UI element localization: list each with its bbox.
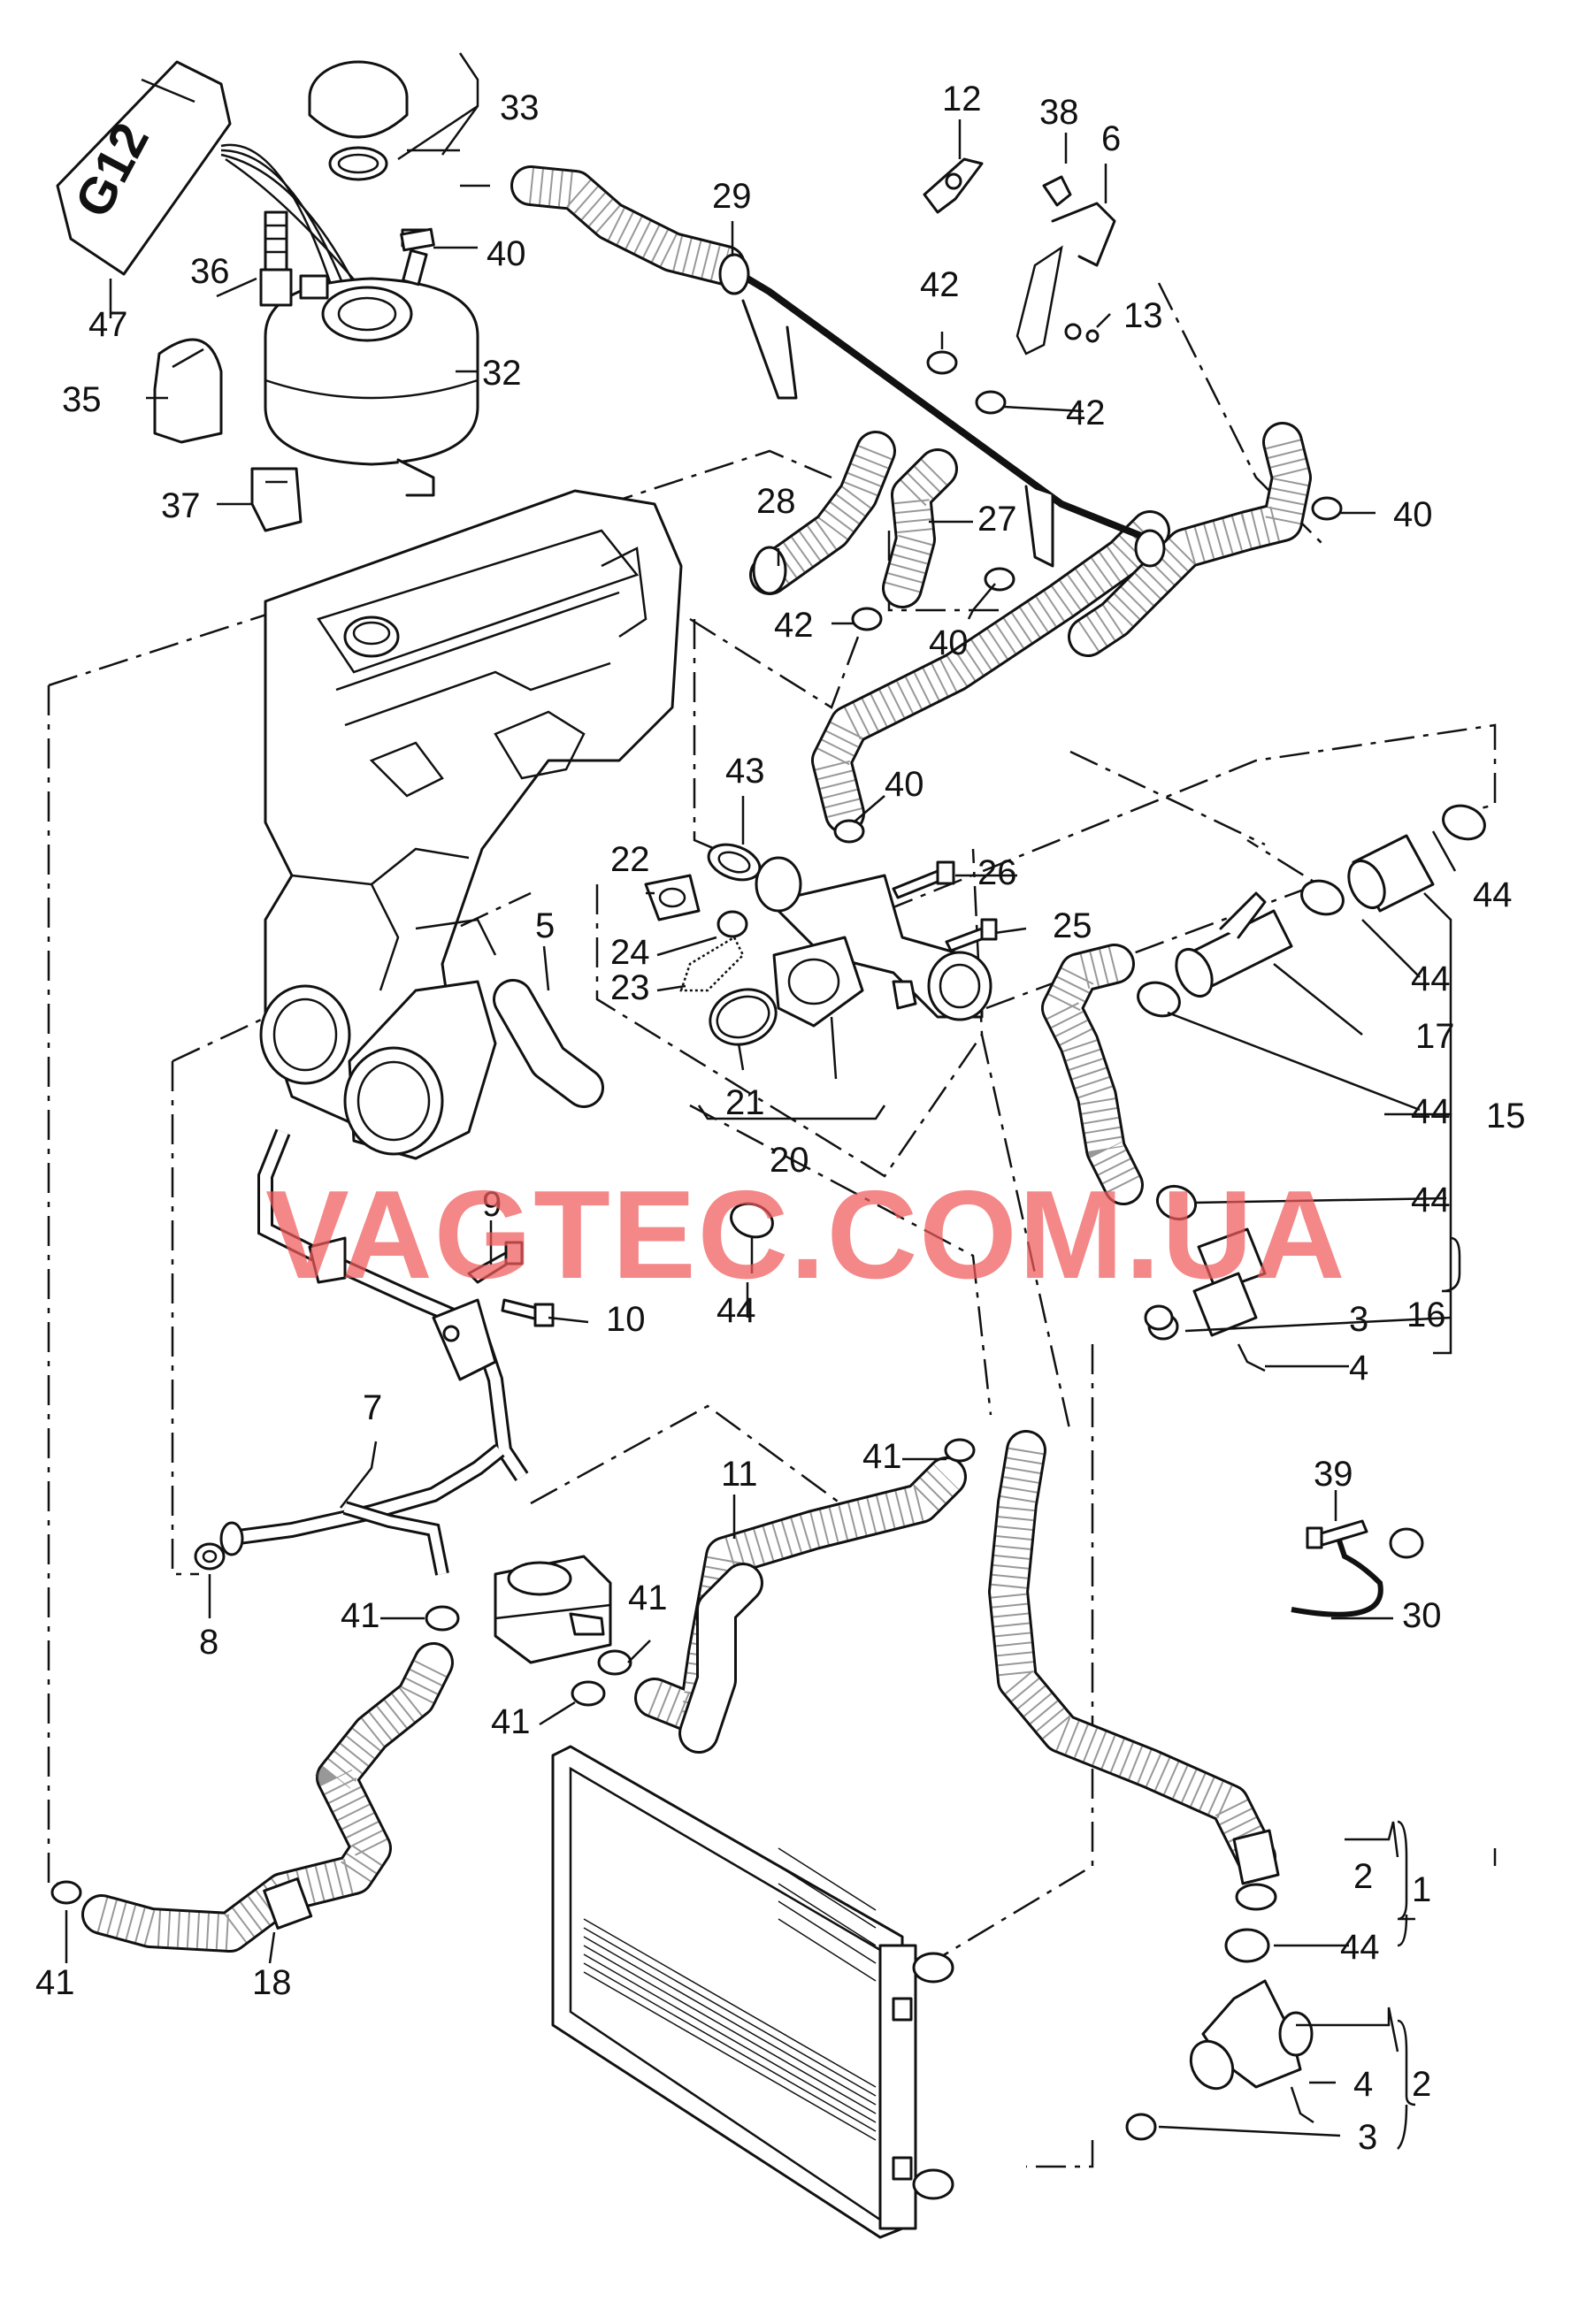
callout-4-upper: 4 — [1349, 1349, 1368, 1388]
bleed-valve-bracket — [923, 157, 1116, 355]
tank-clip — [250, 467, 303, 532]
coolant-level-sensor — [259, 210, 293, 307]
callout-17: 17 — [1415, 1017, 1455, 1056]
callout-2-lower: 2 — [1412, 2065, 1431, 2104]
clamp-43 — [707, 843, 762, 882]
callout-28: 28 — [756, 482, 796, 521]
callout-3-upper: 3 — [1349, 1300, 1368, 1339]
callout-44-middle: 44 — [1411, 1092, 1451, 1131]
callout-33: 33 — [500, 88, 540, 127]
coolant-pipe-17 — [1175, 891, 1293, 998]
pipe-bolts — [467, 1241, 555, 1327]
callout-3-lower: 3 — [1358, 2118, 1377, 2157]
callout-25: 25 — [1053, 906, 1092, 945]
callout-40-lower: 40 — [885, 765, 924, 804]
callout-44-center: 44 — [717, 1291, 756, 1330]
callout-10: 10 — [606, 1300, 646, 1339]
callout-40-tank: 40 — [487, 234, 526, 273]
callout-42-right: 42 — [1066, 394, 1106, 432]
callout-41-reservoir-top: 41 — [628, 1579, 668, 1617]
hose-stub-15 — [1347, 834, 1435, 913]
callout-44-top-right: 44 — [1473, 875, 1513, 914]
sealing-washer-8 — [194, 1542, 226, 1571]
lower-elbow-connector — [1125, 1304, 1314, 2141]
callout-30: 30 — [1402, 1596, 1442, 1635]
callout-21: 21 — [725, 1083, 765, 1122]
radiator — [551, 1745, 954, 2239]
hose-clamps-small — [50, 350, 1343, 1905]
hose-connector-small — [400, 227, 435, 252]
coolant-g12-label: G12 — [56, 60, 372, 302]
callout-41-reservoir-bottom: 41 — [491, 1702, 531, 1741]
callout-37: 37 — [161, 486, 201, 525]
callout-2-upper: 2 — [1353, 1857, 1373, 1896]
callout-7: 7 — [363, 1388, 382, 1427]
callout-32: 32 — [482, 354, 522, 393]
callout-35: 35 — [62, 380, 102, 419]
callout-29: 29 — [712, 177, 752, 216]
callout-1: 1 — [1412, 1870, 1431, 1909]
callout-22: 22 — [610, 840, 650, 879]
tank-bracket — [153, 338, 223, 444]
assembly-guide-lines — [47, 184, 1497, 2168]
connector-16 — [1147, 1227, 1267, 1341]
hose-18-connector — [263, 1877, 313, 1930]
callout-23: 23 — [610, 968, 650, 1007]
callout-41-left: 41 — [341, 1596, 380, 1635]
temperature-sender — [644, 874, 701, 921]
expansion-tank-cap — [308, 60, 409, 181]
callout-44-right: 44 — [1411, 959, 1451, 998]
callout-42-lower: 42 — [774, 606, 814, 645]
callout-41-far-left: 41 — [35, 1963, 75, 2002]
callout-4-lower: 4 — [1353, 2065, 1373, 2104]
thermostat-seals — [679, 910, 778, 1046]
callout-44-bottom: 44 — [1340, 1928, 1380, 1967]
callout-47: 47 — [88, 305, 128, 344]
callout-8: 8 — [199, 1623, 218, 1662]
coolant-pipe-7 — [219, 1128, 529, 1576]
watermark-text: VAGTEC.COM.UA — [265, 1165, 1346, 1305]
small-reservoir — [494, 1555, 612, 1664]
coolant-expansion-tank — [264, 228, 479, 497]
engine-coolant-flange — [259, 980, 497, 1160]
housing-bolts — [892, 860, 998, 952]
callout-6: 6 — [1101, 119, 1121, 158]
engine-block — [264, 489, 683, 1134]
callout-15: 15 — [1486, 1097, 1526, 1135]
callout-labels: 1 2 2 3 3 4 4 5 6 7 8 9 10 11 12 13 15 1… — [35, 80, 1526, 2157]
callout-40-middle: 40 — [929, 623, 969, 662]
callout-5: 5 — [535, 906, 555, 945]
callout-13: 13 — [1123, 296, 1163, 335]
callout-43: 43 — [725, 752, 765, 791]
wire-bracket-30 — [1291, 1519, 1424, 1617]
callout-42-top: 42 — [920, 265, 960, 304]
callout-20: 20 — [770, 1141, 809, 1180]
callout-36: 36 — [190, 252, 230, 291]
thermostat-housing — [755, 856, 992, 1028]
callout-44-lower-right: 44 — [1411, 1181, 1451, 1219]
callout-24: 24 — [610, 933, 650, 972]
hose-clamps-44 — [730, 804, 1486, 1963]
callout-40-right: 40 — [1393, 495, 1433, 534]
callout-16: 16 — [1406, 1296, 1446, 1334]
callout-11: 11 — [721, 1455, 758, 1494]
callout-9: 9 — [482, 1185, 502, 1224]
callout-41-right: 41 — [862, 1437, 902, 1476]
callout-39: 39 — [1314, 1455, 1353, 1494]
callout-18: 18 — [252, 1963, 292, 2002]
callout-38: 38 — [1039, 93, 1079, 132]
callout-26: 26 — [977, 853, 1017, 892]
callout-12: 12 — [942, 80, 982, 118]
leader-lines — [65, 52, 1497, 2150]
coolant-hoses — [81, 165, 1312, 1953]
callout-27: 27 — [977, 500, 1017, 539]
